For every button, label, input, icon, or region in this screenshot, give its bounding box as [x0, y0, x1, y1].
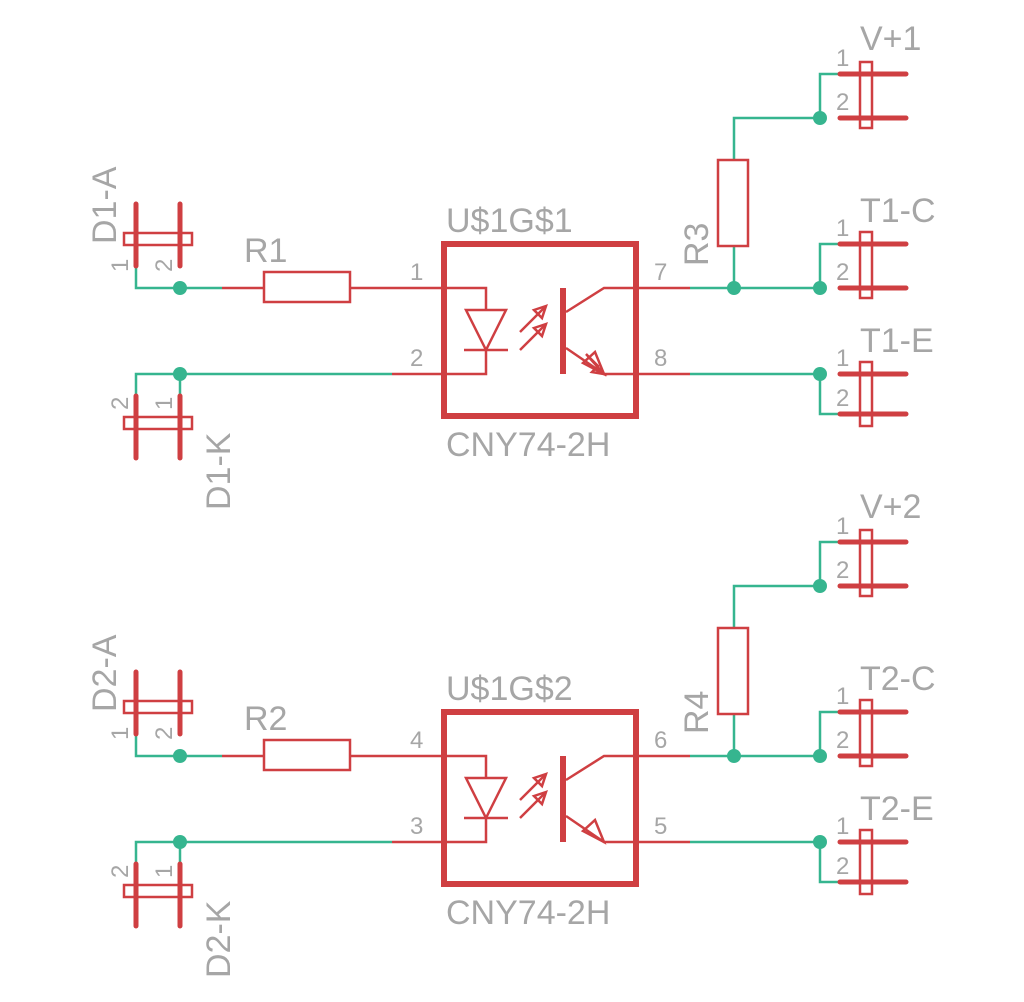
junction-dots — [173, 111, 827, 381]
connector-vplus-name: V+2 — [860, 488, 921, 526]
connector-collector-name: T2-C — [860, 660, 936, 698]
connector-vplus-pin2: 2 — [836, 89, 849, 116]
connector-cathode-name: D1-K — [200, 432, 238, 510]
pin-anode: 4 — [410, 727, 423, 754]
connector-collector-pin1: 1 — [836, 683, 849, 710]
connector-vplus: V+1 1 2 — [836, 20, 921, 130]
pin-cathode: 2 — [410, 345, 423, 372]
junction-dots — [173, 579, 827, 849]
pin-emitter: 8 — [654, 345, 667, 372]
resistor-input: R2 — [222, 700, 392, 772]
connector-vplus: V+2 1 2 — [836, 488, 921, 598]
connector-anode-pin2: 2 — [151, 259, 178, 272]
resistor-input-name: R2 — [244, 700, 287, 738]
connector-emitter: T2-E 1 2 — [836, 790, 934, 896]
connector-emitter: T1-E 1 2 — [836, 322, 934, 428]
connector-anode: D1-A 1 2 — [86, 166, 194, 272]
connector-cathode-pin1: 1 — [151, 865, 178, 878]
connector-collector-name: T1-C — [860, 192, 936, 230]
connector-emitter-pin1: 1 — [836, 345, 849, 372]
resistor-output-name: R4 — [678, 691, 716, 734]
channel-2: D2-A 1 2 D2-K 2 1 R2 — [86, 488, 936, 978]
optocoupler-name: U$1G$1 — [446, 202, 573, 240]
optocoupler-value: CNY74-2H — [446, 894, 610, 932]
pin-cathode: 3 — [410, 813, 423, 840]
pin-collector: 6 — [654, 727, 667, 754]
optocoupler: U$1G$1 CNY74-2H 1 2 7 8 — [392, 202, 690, 464]
connector-anode-pin2: 2 — [151, 727, 178, 740]
pin-anode: 1 — [410, 259, 423, 286]
connector-emitter-pin1: 1 — [836, 813, 849, 840]
connector-collector-pin1: 1 — [836, 215, 849, 242]
connector-cathode-pin1: 1 — [151, 397, 178, 410]
phototransistor-symbol — [560, 286, 636, 377]
connector-anode-pin1: 1 — [107, 727, 134, 740]
connector-anode: D2-A 1 2 — [86, 634, 194, 740]
connector-collector-pin2: 2 — [836, 259, 849, 286]
connector-collector-pin2: 2 — [836, 727, 849, 754]
connector-cathode: D1-K 2 1 — [107, 393, 238, 510]
connector-anode-name: D2-A — [86, 634, 124, 712]
connector-emitter-name: T1-E — [860, 322, 934, 360]
led-symbol — [444, 754, 548, 844]
connector-cathode-pin2: 2 — [107, 397, 134, 410]
optocoupler: U$1G$2 CNY74-2H 4 3 6 5 — [392, 670, 690, 932]
connector-emitter-name: T2-E — [860, 790, 934, 828]
optocoupler-name: U$1G$2 — [446, 670, 573, 708]
connector-anode-pin1: 1 — [107, 259, 134, 272]
connector-cathode: D2-K 2 1 — [107, 861, 238, 978]
connector-anode-name: D1-A — [86, 166, 124, 244]
connector-vplus-pin1: 1 — [836, 513, 849, 540]
pin-emitter: 5 — [654, 813, 667, 840]
connector-vplus-pin1: 1 — [836, 45, 849, 72]
connector-cathode-pin2: 2 — [107, 865, 134, 878]
led-symbol — [444, 286, 548, 376]
resistor-input-name: R1 — [244, 232, 287, 270]
wires — [134, 540, 840, 884]
connector-vplus-pin2: 2 — [836, 557, 849, 584]
connector-emitter-pin2: 2 — [836, 853, 849, 880]
connector-collector: T1-C 1 2 — [836, 192, 936, 300]
optocoupler-value: CNY74-2H — [446, 426, 610, 464]
phototransistor-symbol — [560, 754, 636, 845]
connector-vplus-name: V+1 — [860, 20, 921, 58]
connector-cathode-name: D2-K — [200, 900, 238, 978]
pin-collector: 7 — [654, 259, 667, 286]
resistor-output: R3 — [678, 158, 750, 266]
resistor-output: R4 — [678, 626, 750, 734]
resistor-output-name: R3 — [678, 223, 716, 266]
channel-1: D1-A 1 2 D1-K 2 1 R1 — [86, 20, 936, 510]
resistor-input: R1 — [222, 232, 392, 304]
connector-collector: T2-C 1 2 — [836, 660, 936, 768]
connector-emitter-pin2: 2 — [836, 385, 849, 412]
